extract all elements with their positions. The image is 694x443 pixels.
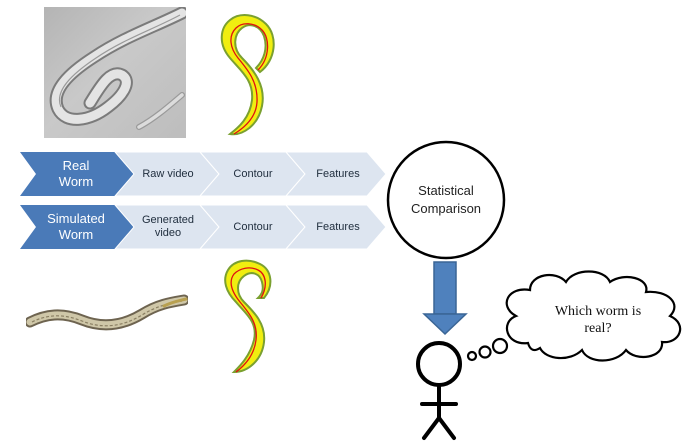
- simulated-worm-label: Simulated Worm: [47, 211, 105, 242]
- comparison-label: Statistical Comparison: [410, 183, 482, 216]
- features-label: Features: [316, 220, 360, 233]
- contour-label: Contour: [233, 167, 273, 180]
- real-worm-label: Real Worm: [58, 158, 94, 189]
- worm-contour-icon: [212, 10, 278, 142]
- worm-contour-icon: [214, 258, 280, 376]
- down-arrow-icon: [422, 261, 468, 336]
- thought-text: Which worm is real?: [554, 304, 642, 336]
- step-chevron: [284, 151, 387, 197]
- step-chevron: [284, 204, 387, 250]
- generated-video-label: Generated video: [142, 214, 194, 239]
- lead-chevron-simulated: [20, 205, 134, 249]
- raw-video-label: Raw video: [142, 167, 194, 180]
- thought-bubble-icon: [466, 270, 682, 362]
- contour-label: Contour: [233, 220, 273, 233]
- features-label: Features: [316, 167, 360, 180]
- simulated-worm-image: [24, 292, 190, 338]
- real-worm-photo: [44, 6, 189, 138]
- stick-figure-icon: [416, 341, 462, 440]
- comparison-circle: [386, 140, 506, 260]
- lead-chevron-real: [20, 152, 134, 196]
